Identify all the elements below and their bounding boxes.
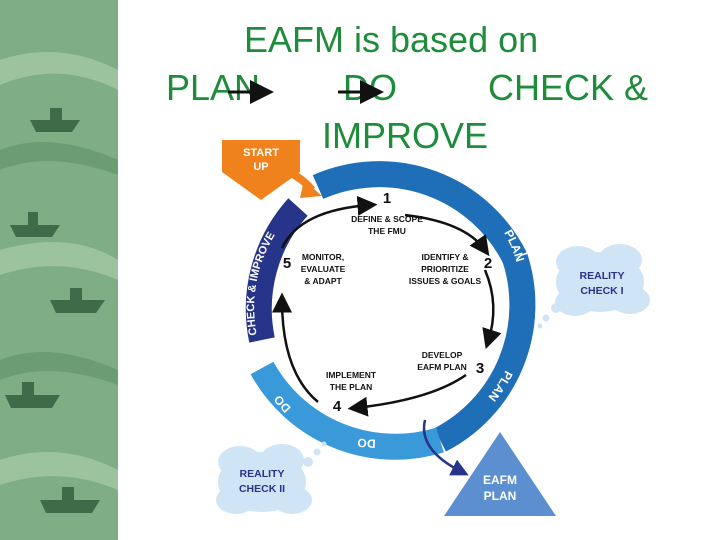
arrow-step-4-to-5-icon: [272, 292, 319, 403]
start-up-label-2: UP: [253, 161, 268, 173]
start-up-label-1: START: [243, 147, 279, 159]
eafm-plan-label-1: EAFM: [483, 473, 517, 487]
title-plan: PLAN: [166, 67, 261, 108]
side-illustration: [0, 0, 118, 540]
ring-plan-right: [433, 254, 536, 452]
eafm-plan-triangle: [444, 432, 556, 516]
reality-check-1-label-2: CHECK I: [580, 285, 623, 297]
title-arrows: [228, 80, 384, 104]
step-2-number: 2: [484, 255, 492, 272]
step-3-label-2: EAFM PLAN: [417, 362, 467, 372]
step-4-label-1: IMPLEMENT: [326, 370, 377, 380]
arrow-step-5-to-1-icon: [280, 195, 378, 249]
ring-check-improve: [245, 198, 308, 343]
fishing-boats-illustration: [0, 0, 118, 540]
title-line-1: EAFM is based on: [244, 19, 539, 60]
step-3-label-1: DEVELOP: [422, 350, 463, 360]
reality-check-1-cloud: [537, 244, 650, 329]
start-up-shape: [222, 140, 300, 200]
ring-plan-top: [312, 161, 527, 265]
step-2-label-3: ISSUES & GOALS: [409, 276, 482, 286]
eafm-plan-label-2: PLAN: [484, 489, 517, 503]
ring-do: [250, 361, 444, 460]
start-up-arrowhead-icon: [300, 180, 322, 198]
svg-text:PLAN: PLAN: [367, 147, 402, 163]
step-4-number: 4: [333, 398, 342, 415]
step-5-number: 5: [283, 255, 291, 272]
title-check: CHECK &: [488, 67, 649, 108]
arrow-step-2-to-3-icon: [482, 269, 502, 350]
slide-title: EAFM is based on PLAN DO CHECK & IMPROVE: [0, 0, 720, 151]
step-4-label-2: THE PLAN: [330, 382, 373, 392]
reality-check-2-label-2: CHECK II: [239, 483, 285, 495]
step-1-label-2: THE FMU: [368, 226, 406, 236]
reality-check-1-label-1: REALITY: [580, 270, 625, 282]
step-3-number: 3: [476, 360, 484, 377]
step-5-label-2: EVALUATE: [301, 264, 346, 274]
arrow-to-eafm-plan-icon: [422, 419, 469, 476]
step-1-number: 1: [383, 190, 391, 207]
arrow-step-3-to-4-icon: [347, 373, 467, 417]
svg-text:DO: DO: [357, 435, 376, 450]
step-1-label-1: DEFINE & SCOPE: [351, 214, 423, 224]
step-2-label-1: IDENTIFY &: [421, 252, 468, 262]
arc-label-do-bottom: DO: [357, 435, 376, 450]
step-5-label-1: MONITOR,: [302, 252, 344, 262]
arc-label-plan-top: PLAN: [367, 147, 402, 163]
reality-check-2-label-1: REALITY: [240, 468, 285, 480]
step-5-label-3: & ADAPT: [304, 276, 342, 286]
reality-check-2-cloud: [216, 441, 327, 514]
arrow-step-1-to-2-icon: [404, 213, 490, 257]
step-2-label-2: PRIORITIZE: [421, 264, 469, 274]
title-improve: IMPROVE: [322, 115, 489, 151]
